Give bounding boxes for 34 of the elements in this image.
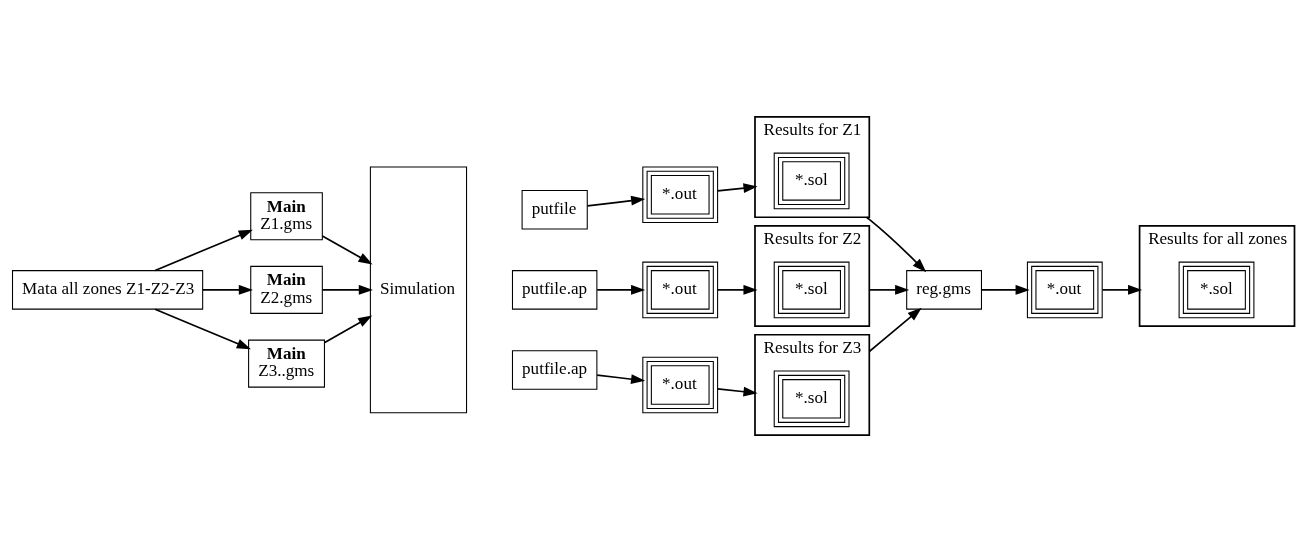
node-box: Mata all zones Z1-Z2-Z3 — [11, 270, 204, 310]
arrow — [596, 284, 646, 295]
arrow — [323, 315, 373, 344]
arrow — [321, 235, 373, 265]
node-box: Main Z2.gms — [250, 265, 323, 314]
arrow — [596, 374, 646, 385]
node-box: putfile.ap — [511, 350, 598, 390]
node-box: Simulation — [369, 166, 468, 414]
arrow — [716, 284, 758, 295]
node-box: *.sol — [773, 152, 850, 210]
node-box: *.out — [1026, 261, 1103, 319]
node-box: *.out — [642, 261, 719, 319]
node-box: *.sol — [773, 261, 850, 319]
arrow — [716, 386, 758, 397]
arrow — [1101, 284, 1143, 295]
arrow — [154, 308, 251, 350]
node-box: *.sol — [773, 370, 850, 428]
node-box: *.sol — [1178, 261, 1255, 319]
arrow — [980, 284, 1030, 295]
arrow — [154, 229, 253, 272]
node-box: Main Z3..gms — [248, 339, 325, 388]
arrow — [868, 284, 910, 295]
node-box: *.out — [642, 166, 719, 224]
arrow — [868, 307, 922, 353]
arrow — [865, 216, 927, 273]
node-box: putfile — [521, 190, 588, 230]
arrow — [201, 284, 253, 295]
node-box: *.out — [642, 356, 719, 414]
arrow — [586, 195, 646, 207]
node-box: Main Z1.gms — [250, 192, 323, 241]
arrow — [321, 284, 373, 295]
arrow — [716, 183, 758, 194]
node-box: reg.gms — [906, 270, 982, 310]
node-box: putfile.ap — [511, 270, 598, 310]
